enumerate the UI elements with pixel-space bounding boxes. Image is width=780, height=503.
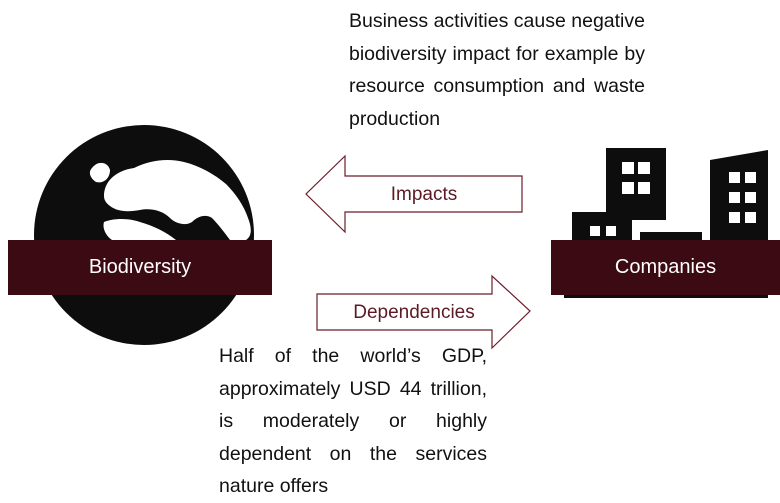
impact-description: Business activities cause negative biodi… bbox=[349, 10, 645, 130]
dependency-description: Half of the world’s GDP, approximately U… bbox=[219, 345, 487, 497]
dependencies-arrow bbox=[316, 274, 531, 350]
dependencies-arrow-label: Dependencies bbox=[353, 302, 474, 323]
biodiversity-banner: Biodiversity bbox=[8, 240, 272, 295]
impacts-arrow bbox=[305, 154, 523, 234]
impacts-arrow-label: Impacts bbox=[391, 184, 458, 205]
companies-label: Companies bbox=[614, 256, 717, 278]
biodiversity-label: Biodiversity bbox=[88, 256, 192, 278]
companies-banner: Companies bbox=[551, 240, 780, 295]
globe-icon bbox=[34, 125, 254, 345]
